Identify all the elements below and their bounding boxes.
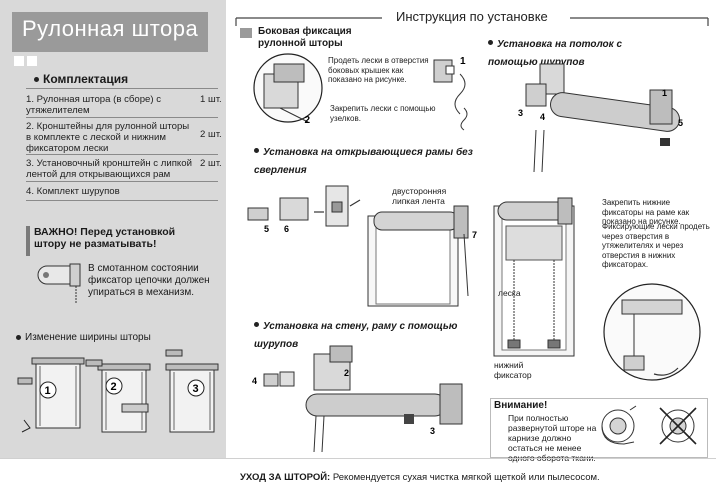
width-step-2: 2 — [111, 381, 117, 393]
wall-step-2: 2 — [344, 368, 349, 378]
width-change-illustration: 1 2 3 — [17, 349, 219, 433]
frame-step-5: 5 — [264, 224, 269, 234]
bullet-icon — [488, 40, 493, 46]
decor-square — [27, 56, 37, 66]
kit-heading: Комплектация — [34, 72, 128, 86]
attention-text: При полностью развернутой шторе на карни… — [508, 413, 597, 463]
opening-frame-illustration: 5 6 7 — [247, 185, 477, 307]
side-fix-note-1: Продеть лески в отверстия боковых крышек… — [328, 56, 429, 84]
bullet-icon — [254, 322, 259, 328]
lower-fix-detail-illustration — [603, 283, 701, 381]
kit-item-3: 3. Установочный кронштейн с липкой ленто… — [26, 158, 192, 180]
tape-label: двусторонняя липкая лента — [392, 186, 447, 206]
bullet-icon — [34, 77, 39, 83]
wall-mount-illustration: 4 2 3 — [252, 345, 463, 453]
divider — [26, 88, 218, 89]
footer: УХОД ЗА ШТОРОЙ: Рекомендуется сухая чист… — [240, 472, 710, 483]
ceiling-step-3: 3 — [518, 108, 523, 118]
kit-qty-2: 2 шт. — [200, 129, 222, 140]
side-fix-step-2: 2 — [305, 115, 311, 126]
lower-fix-note-1: Закрепить нижние фиксаторы на раме как п… — [602, 198, 690, 226]
side-fix-note-2: Закрепить лески с помощью узелков. — [330, 104, 436, 123]
side-fix-marker — [240, 28, 252, 38]
footer-text: Рекомендуется сухая чистка мягкой щеткой… — [332, 472, 600, 483]
ceiling-mount-heading: Установка на потолок с помощью шурупов — [488, 39, 623, 68]
kit-qty-1: 1 шт. — [200, 94, 222, 105]
ceiling-step-5: 5 — [678, 118, 683, 128]
title-box — [12, 12, 208, 52]
side-fix-heading: Боковая фиксация рулонной шторы — [258, 26, 352, 49]
width-step-1: 1 — [45, 385, 51, 397]
divider — [26, 200, 218, 201]
attention-box — [490, 398, 708, 458]
decor-square — [14, 56, 24, 66]
attention-heading: Внимание! — [494, 400, 548, 411]
instructions-header-rule — [235, 17, 709, 26]
attention-illustration — [601, 405, 697, 445]
footer-divider — [0, 458, 716, 459]
wall-step-3: 3 — [430, 426, 435, 436]
lower-fix-note-2: Фиксирующие лески продеть через отверсти… — [602, 222, 710, 269]
kit-qty-3: 2 шт. — [200, 158, 222, 169]
fixer-label: нижний фиксатор — [494, 360, 532, 380]
lower-fix-illustration — [493, 197, 575, 357]
frame-step-7: 7 — [472, 230, 477, 240]
side-fix-step-1: 1 — [460, 56, 466, 67]
kit-item-1: 1. Рулонная штора (в сборе) с утяжелител… — [26, 94, 162, 116]
opening-frame-heading: Установка на открывающиеся рамы без свер… — [254, 147, 473, 176]
wall-step-4: 4 — [252, 376, 257, 386]
warning-heading: ВАЖНО! Перед установкой штору не разматы… — [34, 226, 176, 250]
ceiling-mount-illustration: 3 4 1 5 — [518, 63, 683, 173]
side-fix-illustration: 2 1 — [253, 53, 468, 131]
ceiling-step-1: 1 — [662, 88, 667, 98]
warning-text: В смотанном состоянии фиксатор цепочки д… — [88, 263, 210, 298]
bullet-icon — [254, 148, 259, 154]
divider — [26, 154, 218, 155]
ceiling-step-4: 4 — [540, 112, 545, 122]
kit-item-2: 2. Кронштейны для рулонной шторы в компл… — [26, 121, 190, 154]
footer-label: УХОД ЗА ШТОРОЙ: — [240, 472, 331, 483]
instructions-heading: Инструкция по установке — [396, 9, 548, 24]
line-label: леска — [498, 288, 521, 298]
wall-mount-heading: Установка на стену, раму с помощью шуруп… — [254, 321, 458, 350]
divider — [26, 117, 218, 118]
bullet-icon — [16, 334, 21, 340]
width-step-3: 3 — [193, 383, 199, 395]
roller-wound-illustration — [37, 263, 81, 304]
divider — [26, 181, 218, 182]
warning-bar — [26, 226, 30, 256]
width-change-heading: Изменение ширины шторы — [16, 332, 151, 343]
frame-step-6: 6 — [284, 224, 289, 234]
page-title: Рулонная штора — [22, 16, 199, 41]
kit-item-4: 4. Комплект шурупов — [26, 186, 120, 197]
